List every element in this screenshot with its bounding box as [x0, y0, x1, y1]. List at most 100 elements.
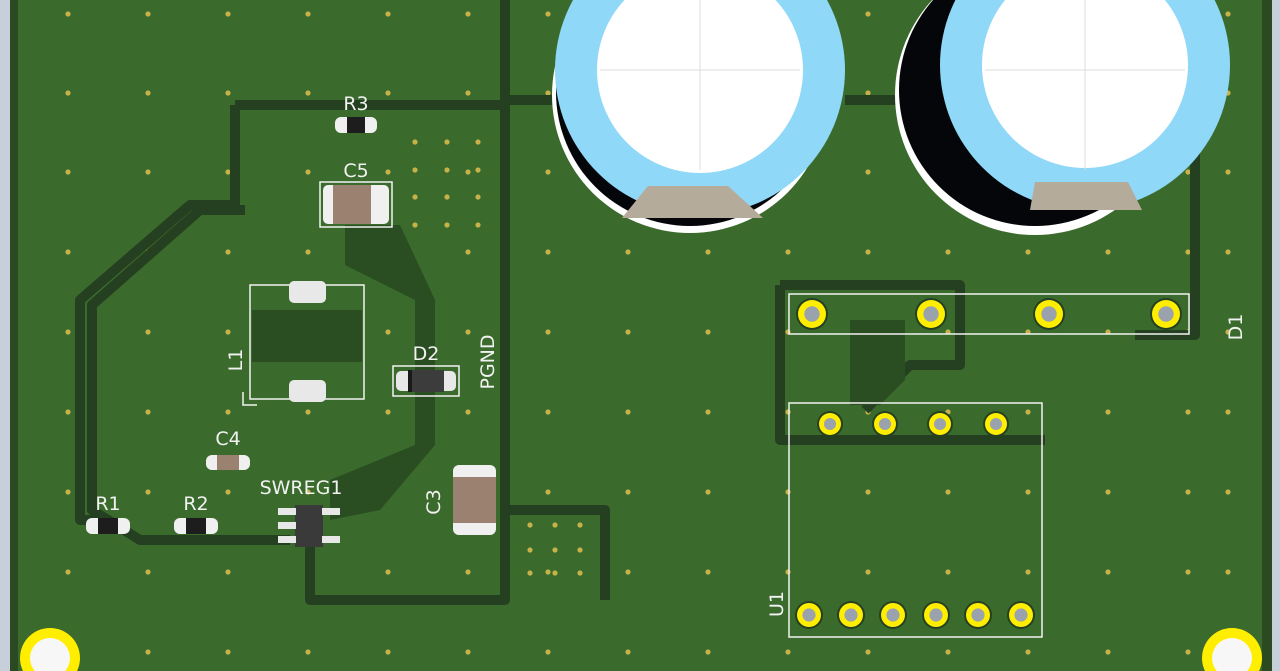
via	[465, 11, 471, 17]
via	[444, 222, 450, 228]
via	[465, 649, 471, 655]
via	[145, 329, 151, 335]
pad-drill	[1041, 306, 1057, 322]
label-r1: R1	[95, 493, 120, 515]
via	[1225, 569, 1231, 575]
copper-zone-l1	[252, 310, 362, 362]
r3-center	[347, 117, 365, 133]
capacitor-c5: C5	[319, 160, 393, 228]
pad-drill	[1158, 306, 1174, 322]
trace-d1-right	[1135, 140, 1200, 340]
diode-d2: D2	[392, 343, 460, 397]
mounting-hole-right	[1202, 628, 1262, 671]
mount-right-drill	[1212, 638, 1252, 671]
via	[577, 522, 583, 528]
via	[1185, 169, 1191, 175]
via	[65, 11, 71, 17]
via	[145, 569, 151, 575]
via	[385, 329, 391, 335]
via	[385, 409, 391, 415]
cap2-stripe	[1030, 182, 1142, 210]
label-pgnd: PGND	[477, 334, 499, 389]
via	[625, 489, 631, 495]
capacitor-c3: C3	[423, 465, 496, 535]
copper-zone-conn	[850, 320, 905, 405]
via	[305, 169, 311, 175]
via	[625, 329, 631, 335]
via	[705, 249, 711, 255]
d1-pads	[796, 298, 1182, 330]
via	[785, 569, 791, 575]
via	[444, 194, 450, 200]
via	[1025, 249, 1031, 255]
resistor-r1: R1	[86, 493, 130, 534]
pad-drill	[844, 608, 858, 622]
l1-corner	[242, 392, 257, 406]
via	[465, 249, 471, 255]
electrolytic-capacitor-1	[552, 0, 845, 233]
via	[465, 90, 471, 96]
trace-top-left	[305, 0, 510, 605]
c3-center	[453, 477, 496, 523]
via	[865, 169, 871, 175]
capacitor-c4: C4	[206, 428, 250, 470]
via	[145, 169, 151, 175]
via	[65, 489, 71, 495]
via	[475, 222, 481, 228]
mount-left-drill	[30, 638, 70, 671]
via	[385, 169, 391, 175]
via	[225, 169, 231, 175]
via	[305, 649, 311, 655]
via	[785, 249, 791, 255]
via	[444, 139, 450, 145]
via	[475, 139, 481, 145]
l1-pad-bottom	[289, 380, 326, 402]
via	[465, 329, 471, 335]
via	[552, 522, 558, 528]
via	[225, 249, 231, 255]
traces	[75, 0, 1200, 605]
trace-connector-b	[775, 285, 1045, 445]
l1-pad-top	[289, 281, 326, 303]
label-r2: R2	[183, 493, 208, 515]
via	[465, 409, 471, 415]
via	[1225, 11, 1231, 17]
via	[385, 649, 391, 655]
via	[225, 90, 231, 96]
via	[1105, 649, 1111, 655]
via	[1025, 569, 1031, 575]
via	[865, 489, 871, 495]
via	[527, 570, 533, 576]
label-l1: L1	[225, 349, 247, 372]
c5-center	[333, 185, 371, 224]
module-u1: U1	[766, 402, 1043, 638]
swreg1-body	[295, 505, 323, 547]
via	[1225, 169, 1231, 175]
pad-drill	[929, 608, 943, 622]
resistor-r3: R3	[335, 93, 377, 133]
via	[225, 649, 231, 655]
via	[785, 489, 791, 495]
pad-drill	[802, 608, 816, 622]
swreg1-pin3	[278, 536, 296, 543]
via	[385, 90, 391, 96]
via	[65, 329, 71, 335]
via	[545, 569, 551, 575]
c4-center	[217, 455, 239, 470]
via	[65, 169, 71, 175]
via	[65, 90, 71, 96]
via	[65, 409, 71, 415]
via	[625, 569, 631, 575]
via	[225, 489, 231, 495]
via	[1225, 329, 1231, 335]
via	[945, 489, 951, 495]
swreg1-pin5	[322, 536, 340, 543]
pad-drill	[878, 417, 892, 431]
via	[225, 11, 231, 17]
trace-left-inner	[87, 205, 290, 545]
connector-d1: D1	[788, 293, 1247, 340]
via	[412, 167, 418, 173]
pad-drill	[823, 417, 837, 431]
via	[412, 139, 418, 145]
